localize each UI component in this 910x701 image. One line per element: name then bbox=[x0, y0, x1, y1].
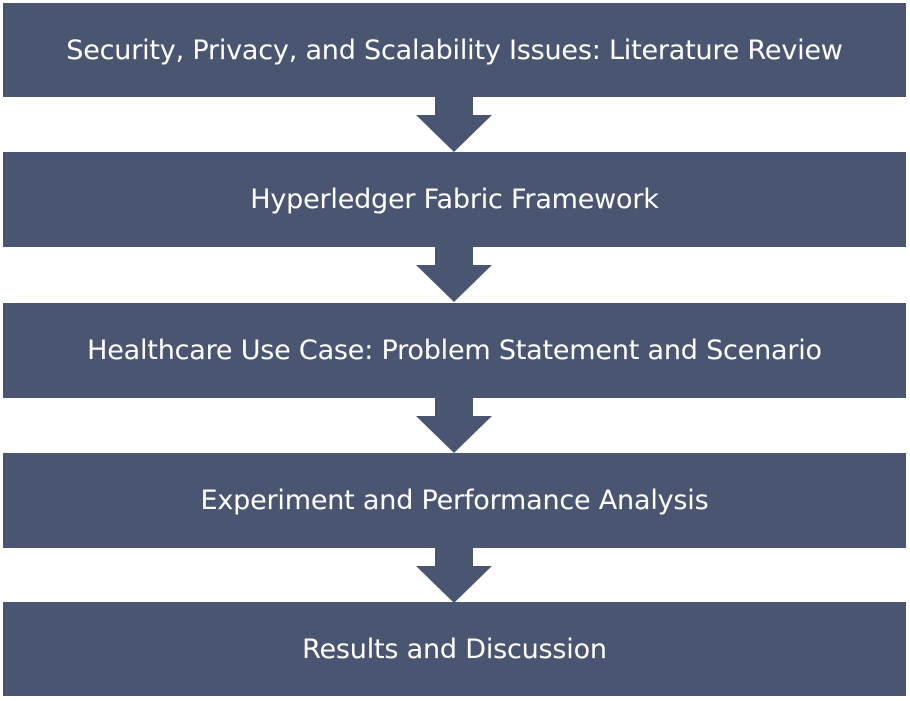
step-box-experiment-analysis: Experiment and Performance Analysis bbox=[3, 453, 906, 548]
step-label-experiment-analysis: Experiment and Performance Analysis bbox=[200, 485, 709, 516]
arrow-shape-2 bbox=[416, 247, 492, 302]
step-box-results-discussion: Results and Discussion bbox=[3, 602, 906, 696]
step-label-hyperledger-fabric: Hyperledger Fabric Framework bbox=[250, 184, 659, 215]
step-box-hyperledger-fabric: Hyperledger Fabric Framework bbox=[3, 152, 906, 247]
step-box-literature-review: Security, Privacy, and Scalability Issue… bbox=[3, 3, 906, 97]
step-box-healthcare-use-case: Healthcare Use Case: Problem Statement a… bbox=[3, 303, 906, 398]
arrow-shape-1 bbox=[416, 97, 492, 152]
down-arrow-3 bbox=[416, 398, 492, 453]
down-arrow-1 bbox=[416, 97, 492, 152]
down-arrow-2 bbox=[416, 247, 492, 302]
arrow-shape-3 bbox=[416, 398, 492, 453]
arrow-shape-4 bbox=[416, 548, 492, 603]
step-label-results-discussion: Results and Discussion bbox=[302, 633, 607, 665]
step-label-healthcare-use-case: Healthcare Use Case: Problem Statement a… bbox=[87, 335, 822, 366]
down-arrow-4 bbox=[416, 548, 492, 603]
step-label-literature-review: Security, Privacy, and Scalability Issue… bbox=[66, 34, 843, 66]
